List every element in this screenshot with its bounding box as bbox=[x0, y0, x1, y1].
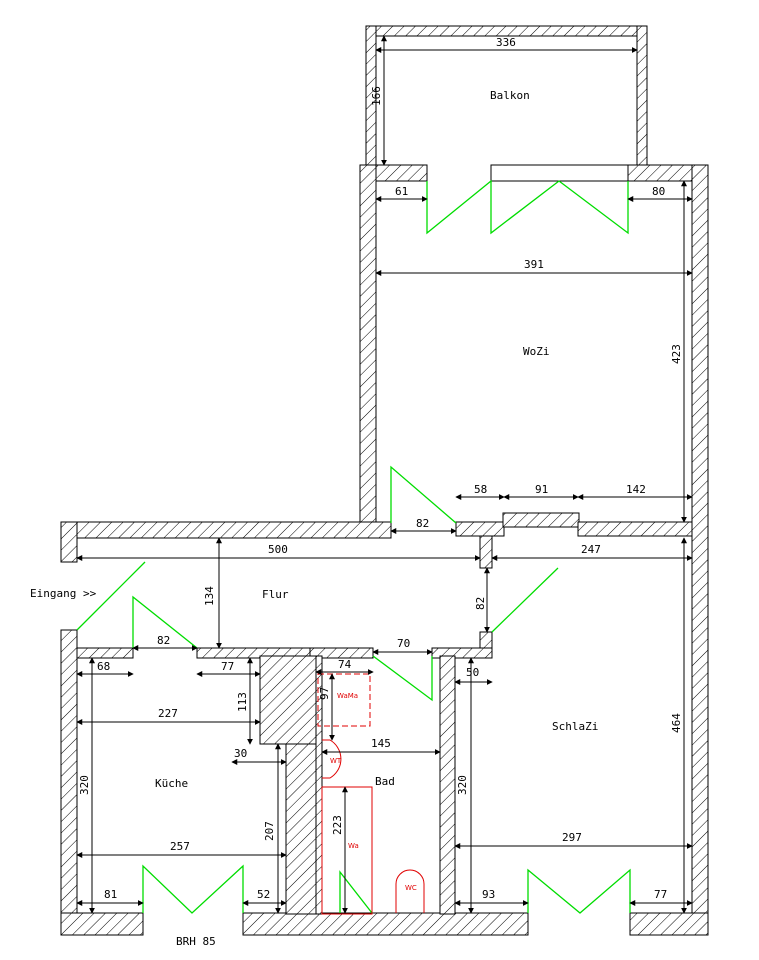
outer-wall-bottom-right bbox=[629, 912, 709, 936]
schlazi-window bbox=[527, 868, 631, 914]
washing-machine-label: WaMa bbox=[337, 692, 358, 700]
dim-label-wozi-depth: 423 bbox=[670, 344, 683, 364]
entrance-label: Eingang >> bbox=[30, 587, 97, 600]
wozi-bottom-wall-b bbox=[502, 512, 580, 528]
flur-wall-top bbox=[60, 521, 392, 539]
flur-wall-left-top bbox=[60, 521, 78, 563]
bathtub bbox=[321, 786, 373, 915]
washing-machine bbox=[317, 673, 371, 727]
dim-label-kueche-win-right: 52 bbox=[257, 888, 270, 901]
room-label-kueche: Küche bbox=[155, 777, 188, 790]
dim-label-bad-niche: 97 bbox=[318, 687, 331, 700]
toilet bbox=[395, 869, 425, 913]
dim-label-bad-width: 145 bbox=[371, 737, 391, 750]
dim-label-balkon-width: 336 bbox=[496, 36, 516, 49]
outer-wall-bottom-mid bbox=[242, 912, 529, 936]
dim-label-wozi-bottom-b: 91 bbox=[535, 483, 548, 496]
balkon-window-frame bbox=[490, 164, 629, 182]
kueche-window bbox=[142, 864, 244, 914]
dimension-lines bbox=[76, 35, 693, 914]
entrance-door bbox=[76, 561, 146, 631]
sill-height-label: BRH 85 bbox=[176, 935, 216, 948]
toilet-label: WC bbox=[405, 884, 417, 892]
bathtub-label: Wa bbox=[348, 842, 359, 850]
outer-wall-left bbox=[60, 629, 78, 936]
dim-label-schlazi-door: 82 bbox=[474, 597, 487, 610]
room-label-balkon: Balkon bbox=[490, 89, 530, 102]
dim-label-kueche-width-lower: 257 bbox=[170, 840, 190, 853]
dim-label-wozi-right-wall: 80 bbox=[652, 185, 665, 198]
wozi-window-right bbox=[558, 180, 629, 235]
dim-label-schlazi-left: 50 bbox=[466, 666, 479, 679]
bad-door bbox=[372, 655, 433, 702]
dim-label-kueche-step: 30 bbox=[234, 747, 247, 760]
dim-label-schlazi-upper: 247 bbox=[581, 543, 601, 556]
room-label-wozi: WoZi bbox=[523, 345, 550, 358]
room-label-schlazi: SchlaZi bbox=[552, 720, 598, 733]
dim-label-kueche-win-left: 81 bbox=[104, 888, 117, 901]
balkon-wall-right bbox=[636, 25, 648, 167]
walls bbox=[60, 25, 709, 936]
dim-label-schlazi-depth-left: 320 bbox=[456, 775, 469, 795]
dim-label-kueche-lower-depth: 207 bbox=[263, 821, 276, 841]
dim-label-kueche-width-upper: 227 bbox=[158, 707, 178, 720]
room-label-bad: Bad bbox=[375, 775, 395, 788]
schlazi-wall-flur-top bbox=[479, 535, 493, 569]
kueche-bad-wall-upper bbox=[259, 655, 317, 745]
openings bbox=[76, 164, 631, 914]
dim-label-schlazi-depth: 464 bbox=[670, 713, 683, 733]
dim-label-bad-depth: 223 bbox=[331, 815, 344, 835]
dim-label-schlazi-width: 297 bbox=[562, 831, 582, 844]
dim-label-flur-depth: 134 bbox=[203, 586, 216, 606]
dim-label-kueche-depth: 320 bbox=[78, 775, 91, 795]
dim-label-bad-top: 74 bbox=[338, 658, 352, 671]
bad-wall-left bbox=[315, 655, 323, 915]
dim-label-wozi-bottom-c: 142 bbox=[626, 483, 646, 496]
wozi-wall-left bbox=[359, 164, 377, 524]
dim-label-flur-length: 500 bbox=[268, 543, 288, 556]
kueche-bad-wall-lower bbox=[285, 743, 317, 915]
fixtures: WaMa WT Wa WC bbox=[317, 673, 425, 915]
bad-schlazi-wall bbox=[439, 655, 456, 915]
dim-label-schlazi-win-right: 77 bbox=[654, 888, 667, 901]
kueche-door bbox=[132, 595, 198, 649]
wozi-door bbox=[390, 465, 457, 524]
dim-label-schlazi-win-left: 93 bbox=[482, 888, 495, 901]
balkon-wall-top bbox=[365, 25, 648, 37]
dim-label-bad-door: 70 bbox=[397, 637, 410, 650]
bad-window bbox=[339, 870, 373, 914]
wozi-wall-right bbox=[691, 164, 709, 936]
wozi-window-left bbox=[426, 179, 560, 235]
dim-label-wozi-width: 391 bbox=[524, 258, 544, 271]
washbasin-label: WT bbox=[330, 757, 342, 765]
washbasin bbox=[322, 739, 342, 779]
dim-label-kueche-mid: 77 bbox=[221, 660, 234, 673]
schlazi-door bbox=[491, 567, 559, 633]
dim-label-kueche-door: 82 bbox=[157, 634, 170, 647]
wozi-bottom-wall-c bbox=[577, 521, 693, 537]
dim-label-kueche-left: 68 bbox=[97, 660, 110, 673]
dim-label-wozi-left-wall: 61 bbox=[395, 185, 408, 198]
wozi-bottom-wall-a bbox=[455, 521, 505, 537]
dim-label-balkon-depth: 166 bbox=[370, 86, 383, 106]
dimension-labels: 336 166 61 80 391 423 58 91 142 82 500 1… bbox=[78, 36, 683, 901]
room-label-flur: Flur bbox=[262, 588, 289, 601]
dim-label-wozi-door: 82 bbox=[416, 517, 429, 530]
outer-wall-bottom-left bbox=[60, 912, 144, 936]
dim-label-wozi-bottom-a: 58 bbox=[474, 483, 487, 496]
dim-label-kueche-side: 113 bbox=[236, 692, 249, 712]
room-labels: Balkon WoZi Flur Küche Bad SchlaZi Einga… bbox=[30, 89, 598, 948]
